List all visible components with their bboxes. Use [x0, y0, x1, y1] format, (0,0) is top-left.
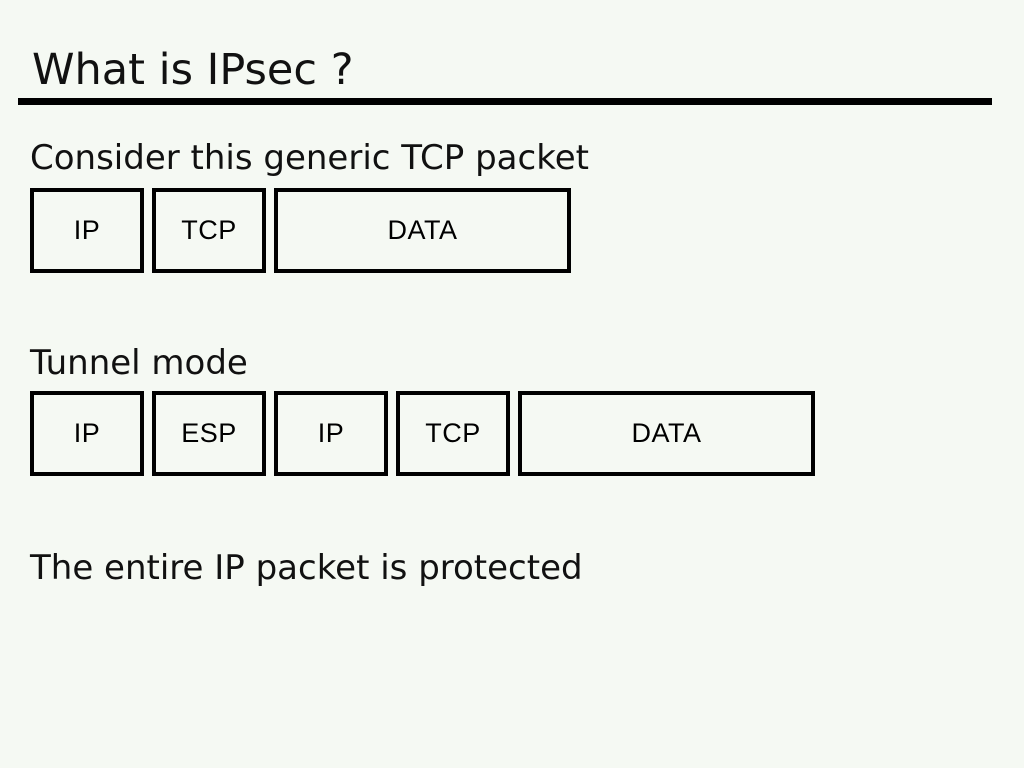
packet-segment-esp: ESP	[152, 391, 266, 476]
packet-segment-label: TCP	[181, 215, 237, 245]
packet-segment-tcp: TCP	[152, 188, 266, 273]
packet-segment-label: ESP	[181, 418, 237, 448]
packet-segment-label: DATA	[631, 418, 702, 448]
packet-segment-tcp: TCP	[396, 391, 510, 476]
packet-segment-label: IP	[317, 418, 345, 448]
slide-title: What is IPsec ?	[32, 45, 354, 95]
packet-segment-ip: IP	[30, 188, 144, 273]
packet-segment-label: DATA	[387, 215, 458, 245]
section-heading-generic-packet: Consider this generic TCP packet	[30, 138, 589, 178]
packet-segment-label: IP	[73, 215, 101, 245]
section-heading-tunnel-mode: Tunnel mode	[30, 343, 248, 383]
packet-segment-ip: IP	[274, 391, 388, 476]
title-underline	[18, 98, 992, 105]
section-heading-protection-note: The entire IP packet is protected	[30, 548, 583, 588]
packet-diagram-tunnel: IP ESP IP TCP DATA	[30, 391, 815, 476]
packet-segment-label: IP	[73, 418, 101, 448]
packet-diagram-generic: IP TCP DATA	[30, 188, 571, 273]
packet-segment-ip: IP	[30, 391, 144, 476]
packet-segment-data: DATA	[518, 391, 815, 476]
packet-segment-label: TCP	[425, 418, 481, 448]
packet-segment-data: DATA	[274, 188, 571, 273]
